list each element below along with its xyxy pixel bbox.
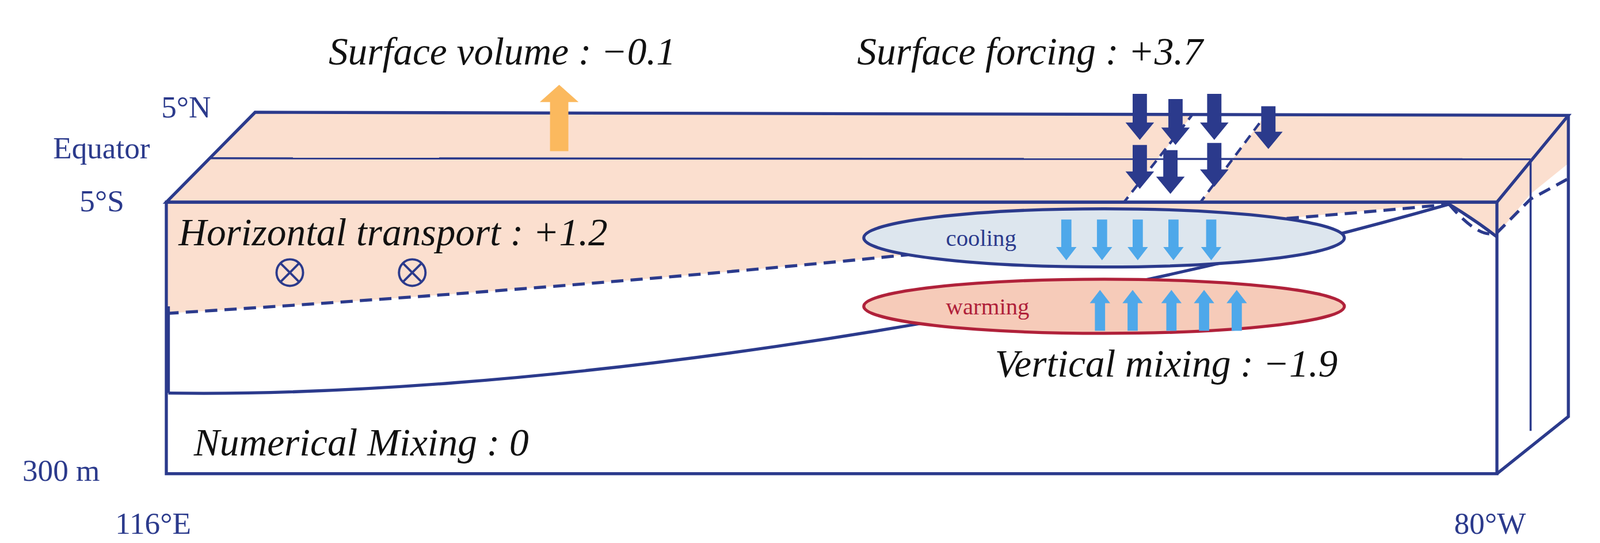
mixing-arrow [1226, 290, 1247, 331]
label: 116°E [115, 505, 192, 540]
label: Vertical mixing : −1.9 [995, 343, 1339, 386]
mixing-arrow [1091, 219, 1112, 261]
mixing-arrow [1122, 290, 1143, 331]
mixing-arrow [1193, 290, 1214, 331]
cooling-ellipse: cooling [862, 207, 1346, 269]
label: 300 m [22, 452, 100, 487]
forcing-arrow [1200, 93, 1229, 140]
forcing-arrow [1125, 93, 1155, 140]
label: Numerical Mixing : 0 [193, 421, 529, 464]
forcing-arrow [1200, 142, 1229, 187]
node-label: warming [946, 293, 1030, 320]
label: 5°N [161, 89, 211, 124]
mixing-arrow [1056, 219, 1077, 261]
forcing-arrow [1125, 145, 1155, 189]
label: Surface forcing : +3.7 [856, 30, 1203, 74]
label: 80°W [1453, 505, 1526, 540]
label: Horizontal transport : +1.2 [178, 211, 608, 254]
forcing-arrow [1161, 98, 1191, 146]
label: 5°S [79, 183, 124, 218]
ellipse-outline [862, 277, 1346, 335]
label: Equator [52, 130, 150, 165]
mixing-arrow [1127, 219, 1148, 261]
forcing-arrow [1254, 105, 1283, 149]
ellipse-outline [862, 207, 1346, 269]
mixing-arrow [1161, 290, 1182, 331]
mixing-arrow [1090, 290, 1111, 331]
node-label: cooling [946, 225, 1017, 251]
forcing-arrow [1156, 150, 1186, 194]
mixing-arrow [1163, 219, 1184, 261]
mixing-arrow [1201, 219, 1222, 261]
label: Surface volume : −0.1 [328, 30, 676, 74]
warming-ellipse: warming [862, 277, 1346, 335]
